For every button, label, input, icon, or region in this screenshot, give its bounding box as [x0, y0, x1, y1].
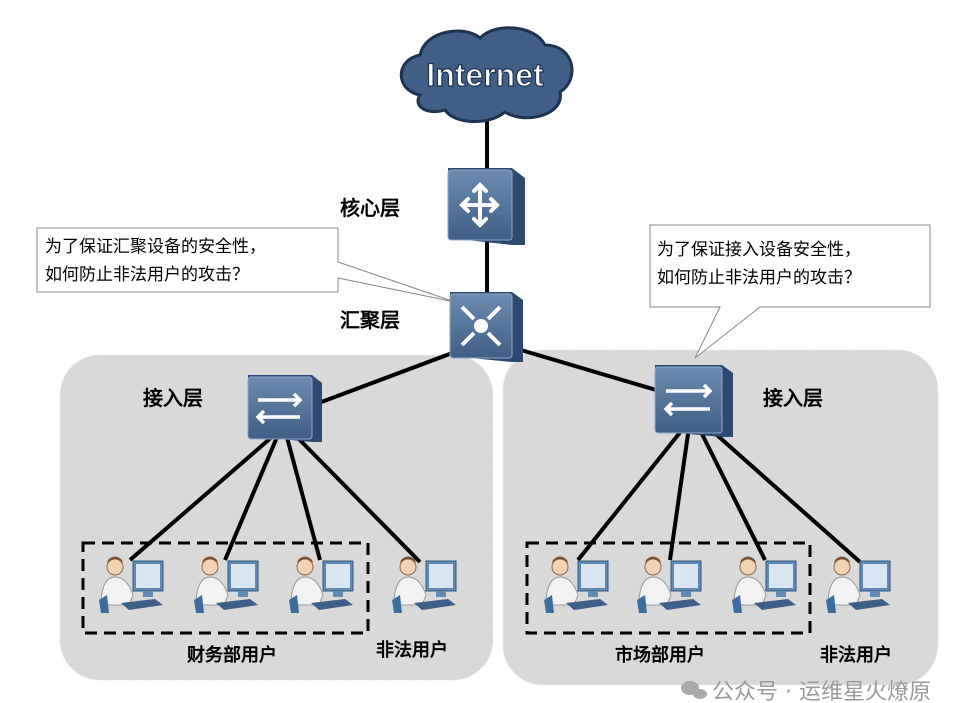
switch-arrows-icon [663, 383, 713, 417]
illegal-user-workstation [826, 556, 891, 613]
left-access-switch [247, 375, 322, 442]
watermark-text: 公众号 · 运维星火燎原 [712, 680, 931, 703]
internet-label: Internet [426, 57, 544, 93]
finance-user-workstation [289, 556, 354, 613]
finance-user-workstation [194, 556, 259, 613]
left-illegal-user-label: 非法用户 [376, 639, 448, 661]
wechat-icon [681, 681, 707, 699]
watermark: 公众号 · 运维星火燎原 [681, 680, 931, 703]
core-layer-label: 核心层 [340, 196, 400, 220]
links [128, 115, 862, 564]
right-access-switch [654, 365, 733, 437]
left-access-region [59, 354, 494, 681]
marketing-user-workstation [544, 556, 609, 613]
marketing-user-workstation [637, 556, 702, 613]
finance-users-label: 财务部用户 [187, 644, 277, 666]
left-callout-line-2: 如何防止非法用户的攻击？ [45, 265, 249, 285]
right-illegal-user-label: 非法用户 [820, 644, 892, 666]
aggregation-layer-label: 汇聚层 [340, 308, 400, 332]
aggregation-switch [449, 292, 523, 362]
right-callout-line-1: 为了保证接入设备安全性， [657, 240, 861, 260]
aggregation-arrows-icon [460, 305, 502, 347]
marketing-group-box [525, 541, 812, 635]
internet-cloud: Internet [399, 26, 574, 123]
right-callout: 为了保证接入设备安全性， 如何防止非法用户的攻击？ [649, 224, 931, 359]
core-router [447, 168, 525, 245]
left-access-layer-label: 接入层 [143, 386, 203, 410]
finance-group-box [81, 541, 370, 635]
right-callout-line-2: 如何防止非法用户的攻击？ [657, 268, 861, 288]
left-callout-line-1: 为了保证汇聚设备的安全性， [45, 237, 266, 257]
finance-user-workstation [99, 556, 164, 613]
left-callout: 为了保证汇聚设备的安全性， 如何防止非法用户的攻击？ [36, 227, 456, 303]
illegal-user-workstation [392, 556, 457, 613]
router-arrows-icon [459, 182, 500, 228]
right-access-layer-label: 接入层 [763, 386, 823, 410]
marketing-user-workstation [732, 556, 797, 613]
switch-arrows-icon [255, 392, 303, 425]
marketing-users-label: 市场部用户 [615, 644, 705, 666]
users [99, 556, 891, 613]
